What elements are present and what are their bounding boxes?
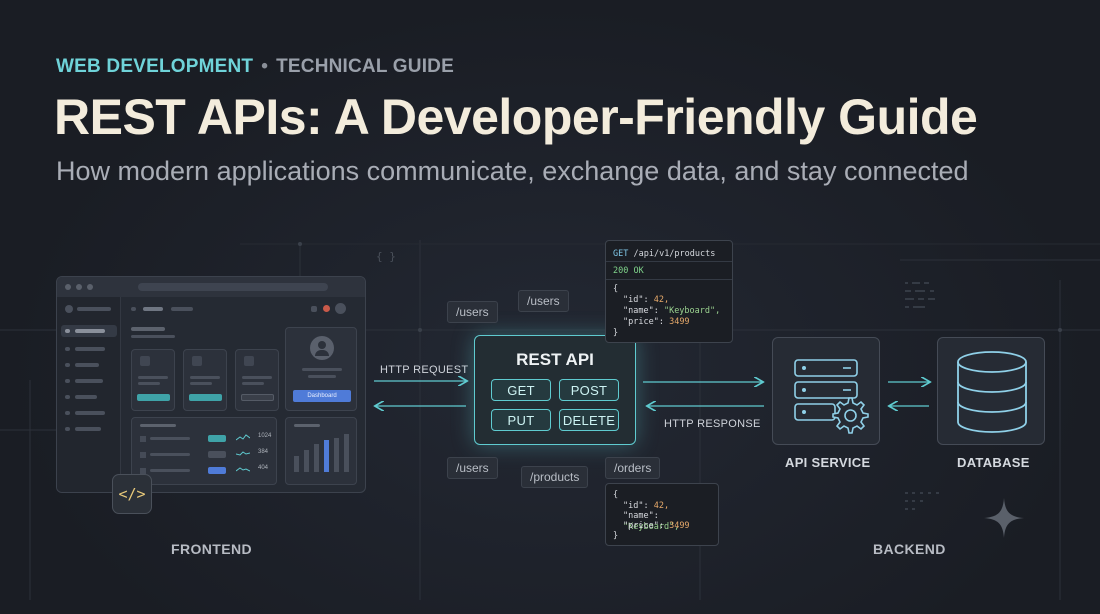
endpoint-products: /products	[521, 466, 589, 488]
backend-label: BACKEND	[873, 541, 946, 557]
json-key: "name":	[623, 306, 659, 316]
braces-icon: { }	[376, 250, 396, 263]
window-dot	[87, 284, 93, 290]
json-value: "Keyboard",	[663, 306, 721, 316]
json-value: 42,	[653, 295, 670, 305]
database-icon	[957, 351, 1027, 433]
method-get: GET	[491, 379, 551, 401]
request-path: /api/v1/products	[633, 249, 716, 259]
response-status: 200 OK	[613, 266, 644, 276]
http-response-label: HTTP RESPONSE	[664, 418, 761, 430]
bar-chart-card	[285, 417, 357, 485]
category-sub-label: TECHNICAL GUIDE	[276, 56, 454, 77]
json-key: "price":	[623, 521, 664, 531]
rest-api-box: REST API GET POST PUT DELETE	[474, 335, 636, 445]
page-title: REST APIs: A Developer-Friendly Guide	[54, 89, 978, 145]
page-subtitle: How modern applications communicate, exc…	[56, 156, 969, 186]
code-icon: </>	[112, 474, 152, 514]
server-icon	[794, 359, 858, 421]
http-request-label: HTTP REQUEST	[380, 364, 469, 376]
method-put: PUT	[491, 409, 551, 431]
json-value: 3499	[669, 317, 690, 327]
activity-table-card: 1024 384 404	[131, 417, 277, 485]
endpoint-users: /users	[447, 301, 498, 323]
json-value: 3499	[669, 521, 690, 531]
database-node	[937, 337, 1045, 445]
eyebrow-separator: •	[261, 56, 269, 77]
json-key: "id":	[623, 501, 649, 511]
dashboard-button[interactable]: Dashboard	[293, 390, 351, 402]
frontend-browser-mockup: Dashboard 1024 384 404	[56, 276, 366, 493]
request-code-panel: GET /api/v1/products 200 OK { "id": 42, …	[605, 240, 733, 343]
gear-icon	[832, 397, 869, 434]
endpoint-orders: /orders	[605, 457, 661, 479]
json-open-brace: {	[613, 284, 619, 294]
json-key: "id":	[623, 295, 649, 305]
sparkle-icon	[984, 498, 1024, 538]
json-value: 42,	[653, 501, 670, 511]
endpoint-users: /users	[447, 457, 498, 479]
category-label: WEB DEVELOPMENT	[56, 56, 254, 77]
json-key: "price":	[623, 317, 664, 327]
api-service-node	[772, 337, 880, 445]
json-close-brace: }	[613, 531, 619, 541]
browser-titlebar	[57, 277, 365, 297]
user-icon	[310, 336, 334, 360]
window-dot	[65, 284, 71, 290]
mock-main: Dashboard 1024 384 404	[121, 297, 365, 492]
mock-sidebar	[57, 297, 121, 492]
json-key: "name":	[623, 511, 659, 521]
profile-card: Dashboard	[285, 327, 357, 411]
mini-value: 1024	[258, 433, 272, 439]
window-dot	[76, 284, 82, 290]
api-service-label: API SERVICE	[785, 455, 871, 470]
eyebrow: WEB DEVELOPMENT • TECHNICAL GUIDE	[56, 56, 454, 78]
address-bar	[138, 283, 328, 291]
method-post: POST	[559, 379, 619, 401]
json-value: "Keyboard",	[623, 521, 680, 532]
database-label: DATABASE	[957, 455, 1030, 470]
method-delete: DELETE	[559, 409, 619, 431]
mini-value: 404	[258, 465, 269, 471]
json-close-brace: }	[613, 328, 619, 338]
request-method: GET	[613, 249, 629, 259]
mini-value: 384	[258, 449, 269, 455]
frontend-label: FRONTEND	[171, 541, 252, 557]
response-code-panel: { "id": 42, "name": "Keyboard", "price":…	[605, 483, 719, 546]
rest-api-title: REST API	[516, 350, 594, 369]
json-open-brace: {	[613, 490, 619, 500]
endpoint-users: /users	[518, 290, 569, 312]
